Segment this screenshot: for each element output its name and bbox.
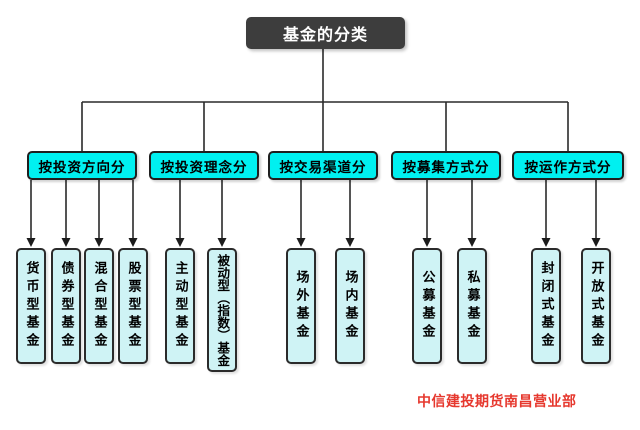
category-node-investment-philosophy: 按投资理念分 — [149, 151, 259, 180]
leaf-node-public-fund: 公募基金 — [412, 248, 442, 364]
leaf-node-otc-fund: 场外基金 — [286, 248, 316, 364]
root-node-title: 基金的分类 — [246, 17, 405, 49]
arrowhead-icons — [26, 238, 601, 247]
leaf-label: 债券型基金 — [58, 261, 74, 351]
leaf-label: 主动型基金 — [172, 261, 188, 351]
leaf-label: 场内基金 — [342, 270, 358, 342]
leaf-label: 私募基金 — [464, 270, 480, 342]
leaf-node-exchange-fund: 场内基金 — [335, 248, 365, 364]
category-node-trading-channel: 按交易渠道分 — [268, 151, 378, 180]
leaf-node-private-fund: 私募基金 — [457, 248, 487, 364]
leaf-label: 货币型基金 — [23, 261, 39, 351]
category-node-fundraising-method: 按募集方式分 — [391, 151, 501, 180]
tree-connectors — [30, 49, 597, 239]
category-node-operation-method: 按运作方式分 — [512, 151, 624, 180]
leaf-label: 公募基金 — [419, 270, 435, 342]
leaf-node-hybrid-fund: 混合型基金 — [84, 248, 114, 364]
leaf-node-closed-end-fund: 封闭式基金 — [531, 248, 561, 364]
leaf-label: 混合型基金 — [91, 261, 107, 351]
leaf-node-money-fund: 货币型基金 — [16, 248, 46, 364]
leaf-node-passive-index-fund: 被动型（指数）基金 — [207, 248, 237, 372]
leaf-node-open-end-fund: 开放式基金 — [581, 248, 611, 364]
category-node-investment-direction: 按投资方向分 — [27, 151, 137, 180]
watermark-text: 中信建投期货南昌营业部 — [417, 394, 577, 410]
leaf-node-active-fund: 主动型基金 — [165, 248, 195, 364]
leaf-node-stock-fund: 股票型基金 — [118, 248, 148, 364]
leaf-label: 封闭式基金 — [538, 261, 554, 351]
leaf-label: 开放式基金 — [588, 261, 604, 351]
leaf-label: 场外基金 — [293, 270, 309, 342]
leaf-label: 股票型基金 — [125, 261, 141, 351]
leaf-node-bond-fund: 债券型基金 — [51, 248, 81, 364]
leaf-label: 被动型（指数）基金 — [215, 253, 231, 367]
